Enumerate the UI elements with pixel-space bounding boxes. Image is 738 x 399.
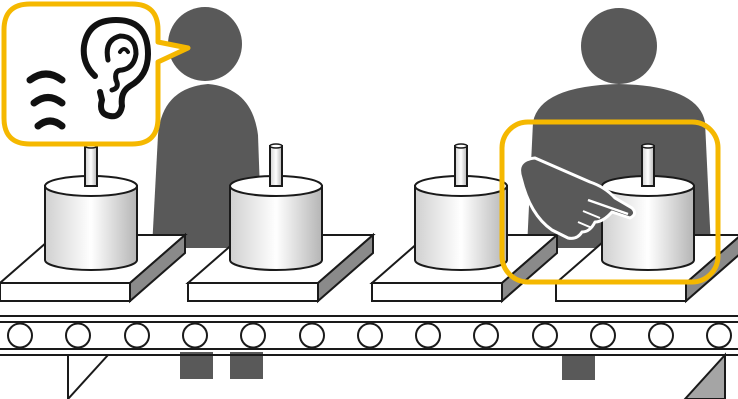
worker-right-leg xyxy=(562,355,595,380)
belt-roller xyxy=(357,322,383,349)
belt-roller xyxy=(648,322,674,349)
belt-roller xyxy=(706,322,732,349)
belt-support-left xyxy=(67,354,108,399)
products xyxy=(44,143,695,271)
belt-roller xyxy=(7,322,33,349)
product-cylinder xyxy=(229,143,323,271)
belt-roller xyxy=(473,322,499,349)
conveyor-belt xyxy=(0,315,738,399)
belt-roller xyxy=(182,322,208,349)
product-cylinder xyxy=(44,143,138,271)
belt-roller xyxy=(532,322,558,349)
belt-roller xyxy=(240,322,266,349)
product-cylinder xyxy=(414,143,508,271)
belt-roller xyxy=(124,322,150,349)
worker-right-head xyxy=(581,8,657,84)
worker-left-leg-left xyxy=(180,352,213,379)
highlight-frame-pointing xyxy=(499,119,721,285)
pointing-hand-icon xyxy=(518,156,637,240)
worker-left-leg-right xyxy=(230,352,263,379)
belt-support-left-brace xyxy=(67,354,109,399)
ear-icon xyxy=(80,17,151,120)
hearing-callout xyxy=(1,1,191,147)
belt-rollers xyxy=(7,322,732,349)
belt-roller xyxy=(299,322,325,349)
belt-roller xyxy=(415,322,441,349)
belt-support-right-fill xyxy=(683,352,726,399)
sound-waves-icon xyxy=(26,70,66,130)
belt-roller xyxy=(65,322,91,349)
worker-left-head xyxy=(168,7,242,81)
belt-roller xyxy=(590,322,616,349)
